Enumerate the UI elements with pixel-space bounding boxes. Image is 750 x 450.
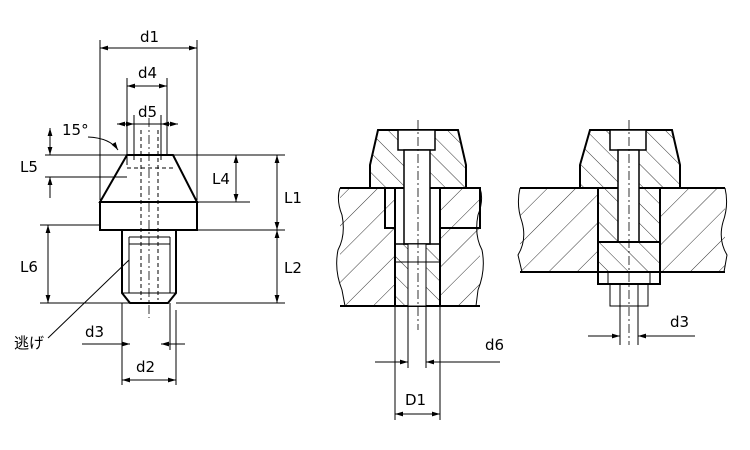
part-view: d1 d4 d5 15° L5 L4 L1 L6 L2 逃げ d3 d2: [14, 28, 302, 385]
label-angle: 15°: [62, 121, 89, 139]
label-d3-left: d3: [85, 323, 104, 341]
label-relief: 逃げ: [14, 334, 44, 352]
label-d6: d6: [485, 336, 504, 354]
label-d2: d2: [136, 358, 155, 376]
label-d5: d5: [138, 103, 157, 121]
assembly-section-middle: d6 D1: [336, 120, 504, 420]
label-L4: L4: [212, 170, 230, 188]
assembly-section-right: d3: [517, 120, 728, 345]
label-L2: L2: [284, 259, 302, 277]
label-L5: L5: [20, 158, 38, 176]
label-d4: d4: [138, 64, 157, 82]
label-D1: D1: [405, 391, 426, 409]
label-L1: L1: [284, 189, 302, 207]
label-d1: d1: [140, 28, 159, 46]
label-L6: L6: [20, 258, 38, 276]
label-d3-right: d3: [670, 313, 689, 331]
